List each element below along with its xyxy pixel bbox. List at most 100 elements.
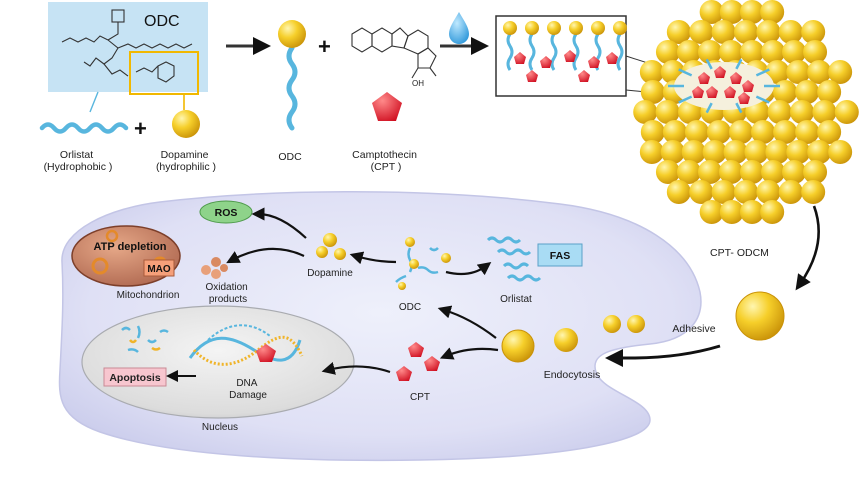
cpt-mini <box>526 70 538 82</box>
micelle-surface-ball <box>697 160 722 184</box>
micelle-core-chain <box>755 95 770 104</box>
micelle-surface-ball <box>790 100 814 124</box>
micelle-core-cpt <box>714 66 726 78</box>
cpt-mini <box>564 50 576 62</box>
dopamine-highlight-box <box>129 51 199 95</box>
mito-crista-1 <box>91 257 109 275</box>
odc-cell-label: ODC <box>399 302 421 313</box>
micelle-surface-ball <box>728 120 753 144</box>
odc-head-mini <box>503 21 517 35</box>
dopamine-label: Dopamine (hydrophilic ) <box>156 149 216 173</box>
atp-depletion-label: ATP depletion <box>94 241 167 253</box>
micelle-core-chain <box>705 102 713 114</box>
micelle-surface-ball <box>817 80 842 104</box>
free-micelle-arrow <box>605 344 721 367</box>
cpt-mini <box>588 56 600 68</box>
cpt-odcm-micelle <box>633 0 859 224</box>
cpt-pentagon-in-dna <box>256 344 276 362</box>
micelle-core-cpt <box>692 86 704 98</box>
micelle-surface-ball <box>782 40 807 64</box>
micelle-surface-ball <box>773 120 798 144</box>
micelle-surface-ball <box>711 20 736 44</box>
micelle-surface-ball <box>801 20 826 44</box>
micelle-surface-ball <box>765 140 790 164</box>
cpt-pieces <box>396 342 440 381</box>
micelle-surface-ball <box>795 120 820 144</box>
fas-label: FAS <box>550 250 570 262</box>
apoptosis-label: Apoptosis <box>109 372 160 384</box>
odc-tail-mini <box>506 33 514 71</box>
cpt-cell-label: CPT <box>410 392 430 403</box>
micelle-surface-ball <box>719 200 744 224</box>
micelle-surface-ball <box>767 100 792 124</box>
micelle-core-cpt <box>742 80 754 92</box>
odc-head-mini <box>547 21 561 35</box>
micelle-core-chain <box>735 102 743 114</box>
micelle-core-chain <box>755 68 770 77</box>
micelle-label: CPT- ODCM <box>710 247 769 259</box>
micelle-surface-ball <box>761 160 786 184</box>
cpt-mini <box>514 52 526 64</box>
mito-crista-3 <box>105 229 119 243</box>
odc-tail-mini <box>572 33 580 71</box>
odc-head-mini <box>613 21 627 35</box>
dopamine-to-oxidation-arrow <box>226 247 305 264</box>
micelle-surface-ball <box>699 0 724 24</box>
micelle-core-chain <box>735 58 743 70</box>
micelle-surface-ball <box>684 120 709 144</box>
ros-label: ROS <box>215 207 238 219</box>
micelle-surface-ball <box>761 40 786 64</box>
micelle-surface-ball <box>633 100 658 124</box>
micelle-core-cpt <box>724 86 736 98</box>
micelle-surface-ball <box>702 140 727 164</box>
dna-fragments-orange <box>129 339 161 351</box>
odc-label-top: ODC <box>278 151 302 163</box>
nucleus <box>81 305 355 419</box>
plus-sign-1: + <box>134 116 147 141</box>
micelle-to-cell-arrow <box>795 205 820 291</box>
micelle-surface-ball <box>734 180 758 204</box>
adhesive-micelle-1 <box>603 315 621 333</box>
odc-head-mini <box>569 21 583 35</box>
micelle-surface-ball <box>676 40 701 64</box>
adhesive-label: Adhesive <box>672 323 715 335</box>
micelle-surface-ball <box>812 100 837 124</box>
endocytosis-micelle <box>554 328 578 352</box>
micelle-surface-ball <box>807 140 832 164</box>
micelle-surface-ball <box>655 40 680 64</box>
micelle-to-cpt-arrow <box>439 347 499 360</box>
micelle-surface-ball <box>699 200 724 224</box>
micelle-surface-ball <box>803 40 828 64</box>
mao-badge <box>143 259 175 277</box>
micelle-surface-ball <box>751 120 776 144</box>
micelle-surface-ball <box>756 20 781 44</box>
oxidation-products-label: Oxidation products <box>205 282 250 305</box>
micelle-surface-ball <box>655 160 680 184</box>
micelle-surface-ball <box>803 160 828 184</box>
micelle-surface-ball <box>744 140 769 164</box>
odc-tail-mini <box>528 33 536 71</box>
water-drop-icon <box>449 12 469 44</box>
free-micelle <box>735 291 785 341</box>
odc-head <box>278 20 306 48</box>
micelle-surface-ball <box>719 0 744 24</box>
odc-tail-mini <box>616 33 624 71</box>
micelle-core-chain <box>678 95 693 104</box>
micelle-core-chain <box>705 58 713 70</box>
micelle-surface-ball <box>817 120 842 144</box>
micelle-surface-ball <box>640 80 665 104</box>
adhesive-micelle-2 <box>627 315 645 333</box>
nucleus-label: Nucleus <box>202 422 238 433</box>
dopamine-cluster <box>316 233 346 260</box>
micelle-surface-ball <box>828 140 853 164</box>
micelle-surface-ball <box>711 180 736 204</box>
odc-chemical-structure <box>61 9 193 83</box>
micelle-surface-ball <box>801 180 826 204</box>
micelle-surface-ball <box>639 60 664 84</box>
dopamine-ball <box>172 110 200 138</box>
micelle-surface-ball <box>760 0 785 24</box>
internalized-micelle <box>501 329 535 363</box>
micelle-core-cutaway <box>674 62 774 110</box>
micelle-surface-ball <box>760 200 785 224</box>
